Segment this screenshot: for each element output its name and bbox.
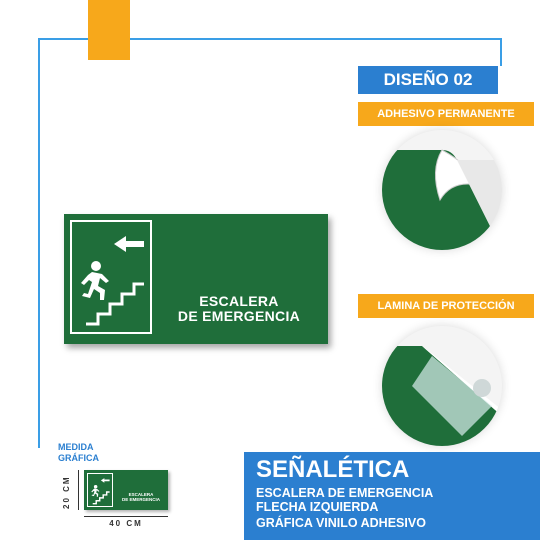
sign-caption-line1: ESCALERA	[199, 293, 279, 309]
frame-line-top-left	[38, 38, 88, 40]
emergency-stair-sign: ESCALERA DE EMERGENCIA	[64, 214, 328, 344]
medida-label: MEDIDA GRÁFICA	[58, 442, 99, 464]
panel-line-2: FLECHA IZQUIERDA	[256, 500, 379, 514]
orange-accent-tab	[88, 0, 130, 60]
small-sign-preview: ESCALERA DE EMERGENCIA	[84, 470, 168, 510]
width-dimension: 40 CM	[109, 519, 143, 528]
height-dimension-line	[78, 470, 79, 510]
peeled-corner-icon	[382, 149, 502, 250]
frame-line-left	[38, 38, 40, 448]
sign-caption: ESCALERA DE EMERGENCIA	[164, 294, 314, 324]
adhesive-tag: ADHESIVO PERMANENTE	[358, 102, 534, 126]
design-tag: DISEÑO 02	[358, 66, 498, 94]
small-sign-caption: ESCALERA DE EMERGENCIA	[116, 492, 166, 502]
laminated-sign-corner-icon	[382, 346, 502, 446]
lamina-detail-circle	[382, 326, 502, 446]
sign-pictogram-box	[70, 220, 152, 334]
panel-line-1: ESCALERA DE EMERGENCIA	[256, 486, 434, 500]
height-dimension: 20 CM	[62, 475, 71, 509]
frame-line-top	[130, 38, 502, 40]
small-sign-line1: ESCALERA	[128, 492, 154, 497]
sign-caption-line2: DE EMERGENCIA	[177, 308, 301, 324]
width-dimension-line	[84, 516, 168, 517]
product-info-panel: SEÑALÉTICA ESCALERA DE EMERGENCIA FLECHA…	[244, 452, 540, 540]
panel-title: SEÑALÉTICA	[256, 456, 410, 483]
frame-line-right	[500, 38, 502, 66]
lamina-tag: LAMINA DE PROTECCIÓN	[358, 294, 534, 318]
small-sign-pictogram	[87, 473, 113, 507]
panel-line-3: GRÁFICA VINILO ADHESIVO	[256, 516, 426, 530]
adhesive-detail-circle	[382, 130, 502, 250]
medida-line2: GRÁFICA	[58, 453, 99, 463]
medida-line1: MEDIDA	[58, 442, 94, 452]
small-stairs-runner-icon	[91, 478, 110, 505]
stairs-runner-arrow-icon	[81, 236, 144, 326]
small-sign-line2: DE EMERGENCIA	[121, 497, 160, 502]
